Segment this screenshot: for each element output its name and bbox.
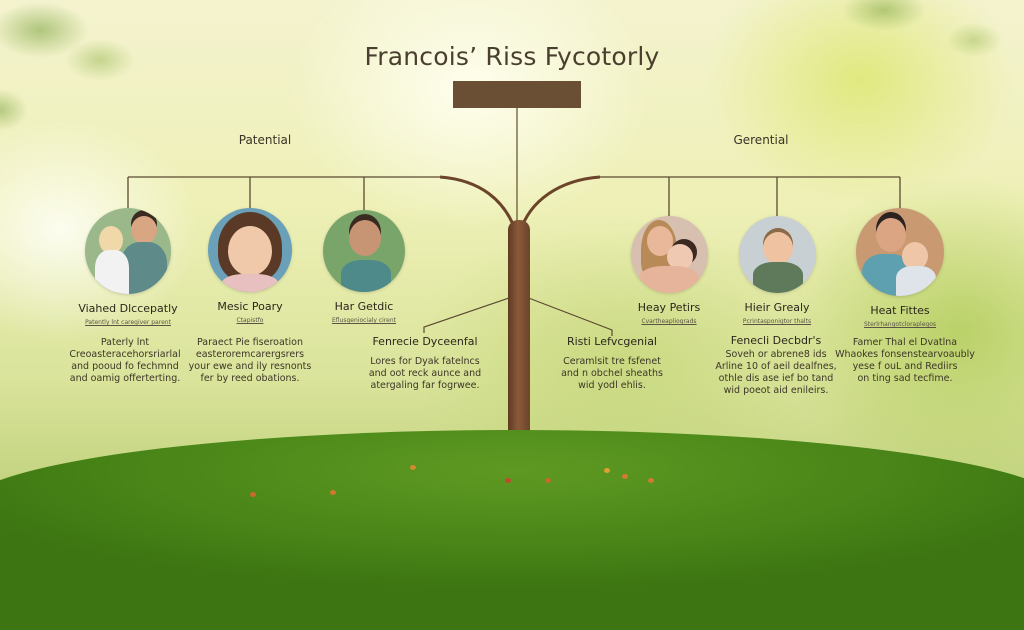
node-subtitle: Cvartheapliograds bbox=[641, 318, 697, 325]
avatar-smiling-woman bbox=[323, 210, 405, 292]
foliage-top-right bbox=[824, 0, 1024, 90]
page-title: Francois’ Riss Fycotorly bbox=[364, 42, 660, 71]
fallen-leaf bbox=[505, 478, 511, 483]
description-block-4: Risti Lefvcgenial Ceramlsit tre fsfenet … bbox=[542, 336, 682, 392]
tree-trunk bbox=[508, 220, 530, 442]
avatar-father-with-baby bbox=[856, 208, 944, 296]
connector-lines bbox=[127, 108, 901, 336]
node-name: Hieir Grealy bbox=[744, 301, 810, 314]
description-block-3: Fenrecie Dyceenfal Lores for Dyak fateln… bbox=[355, 336, 495, 392]
description-line: on ting sad tecfime. bbox=[857, 373, 953, 384]
grass-hill bbox=[0, 430, 1024, 630]
description-line: othle dis ase ief bo tand bbox=[718, 373, 834, 384]
description-heading: Famer Thal el Dvatlna bbox=[852, 337, 958, 348]
description-heading: Risti Lefvcgenial bbox=[566, 335, 657, 348]
node-name: Heay Petirs bbox=[637, 301, 701, 314]
node-name: Heat Fittes bbox=[870, 304, 930, 317]
description-line: and oamig offerterting. bbox=[69, 373, 181, 384]
description-block-6: Famer Thal el Dvatlna Whaokes fonsenstea… bbox=[835, 337, 975, 385]
family-node-2[interactable]: Mesic Poary Ctapistfo bbox=[190, 208, 310, 324]
description-block-5: Fenecli Decbdr's Soveh or abrene8 ids Ar… bbox=[706, 335, 846, 397]
avatar-mother-with-baby bbox=[630, 216, 708, 293]
fallen-leaf bbox=[330, 490, 336, 495]
fallen-leaf bbox=[648, 478, 654, 483]
description-line: Whaokes fonsenstearvoaubly bbox=[835, 349, 975, 360]
node-name: Har Getdic bbox=[334, 300, 394, 313]
description-line: wid poeot aid enileirs. bbox=[723, 385, 829, 396]
node-subtitle: Patently lnt caregiver parent bbox=[85, 319, 171, 326]
fallen-leaf bbox=[622, 474, 628, 479]
group-label-right: Gerential bbox=[733, 133, 789, 147]
description-line: atergaling far fogrwee. bbox=[370, 380, 480, 391]
description-line: wid yodl ehlis. bbox=[578, 380, 646, 391]
family-node-1[interactable]: Viahed Dlccepatly Patently lnt caregiver… bbox=[68, 208, 188, 326]
description-line: Creoasteracehorsriarlal bbox=[69, 349, 181, 360]
description-heading: Fenecli Decbdr's bbox=[730, 334, 822, 347]
family-node-6[interactable]: Heat Fittes Sterlrhangotcloraplegos bbox=[840, 208, 960, 328]
description-line: Soveh or abrene8 ids bbox=[725, 349, 827, 360]
description-heading: Paraect Pie fiseroation bbox=[197, 337, 303, 348]
description-block-1: Paterly lnt Creoasteracehorsriarlal and … bbox=[50, 337, 200, 385]
avatar-laughing-baby bbox=[738, 216, 816, 293]
node-subtitle: Ctapistfo bbox=[236, 317, 264, 324]
node-name: Mesic Poary bbox=[217, 300, 283, 313]
node-subtitle: Eflusgeniocialy cirent bbox=[331, 317, 397, 324]
family-node-5[interactable]: Hieir Grealy Pcrintasponigtor thalts bbox=[717, 216, 837, 325]
root-node-box bbox=[453, 81, 581, 108]
node-subtitle: Pcrintasponigtor thalts bbox=[742, 318, 812, 325]
description-line: and pooud fo fechmnd bbox=[71, 361, 179, 372]
description-line: and n obchel sheaths bbox=[561, 368, 663, 379]
description-line: and oot reck aunce and bbox=[368, 368, 482, 379]
description-line: fer by reed obations. bbox=[200, 373, 300, 384]
description-block-2: Paraect Pie fiseroation easteroremcarerg… bbox=[180, 337, 320, 385]
foliage-top-left bbox=[0, 0, 180, 150]
node-name: Viahed Dlccepatly bbox=[78, 302, 178, 315]
fallen-leaf bbox=[545, 478, 551, 483]
node-subtitle: Sterlrhangotcloraplegos bbox=[863, 321, 936, 328]
avatar-man-hugging-child bbox=[85, 208, 171, 294]
description-heading: Fenrecie Dyceenfal bbox=[372, 335, 478, 348]
avatar-smiling-girl bbox=[208, 208, 292, 292]
fallen-leaf bbox=[604, 468, 610, 473]
description-line: easteroremcarergsrers bbox=[195, 349, 305, 360]
description-line: yese f ouL and Rediirs bbox=[852, 361, 958, 372]
family-node-3[interactable]: Har Getdic Eflusgeniocialy cirent bbox=[304, 210, 424, 324]
description-line: your ewe and ily resnonts bbox=[188, 361, 312, 372]
description-line: Ceramlsit tre fsfenet bbox=[563, 356, 661, 367]
group-label-left: Patential bbox=[238, 133, 292, 147]
description-line: Lores for Dyak fatelncs bbox=[370, 356, 480, 367]
description-line: Arline 10 of aeil dealfnes, bbox=[715, 361, 837, 372]
fallen-leaf bbox=[250, 492, 256, 497]
fallen-leaf bbox=[410, 465, 416, 470]
family-node-4[interactable]: Heay Petirs Cvartheapliograds bbox=[609, 216, 729, 325]
description-heading: Paterly lnt bbox=[100, 337, 150, 348]
